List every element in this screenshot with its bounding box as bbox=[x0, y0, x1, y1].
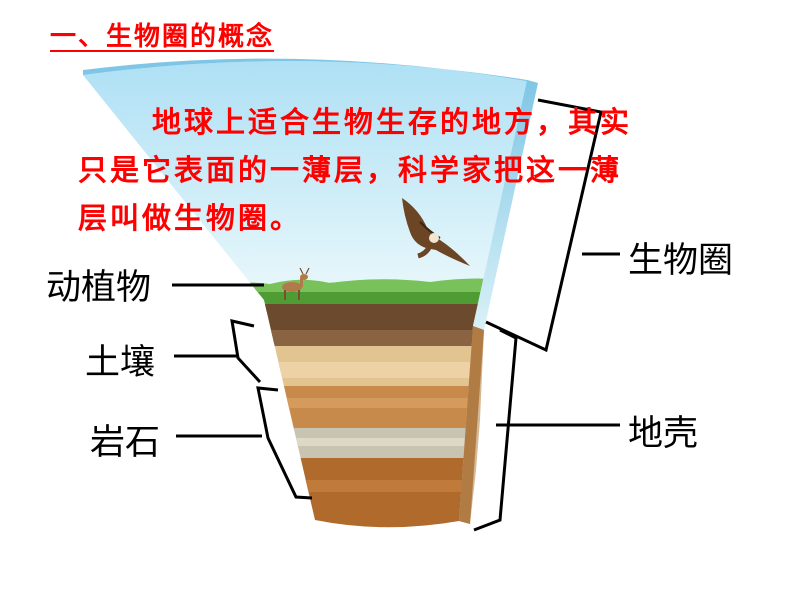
soil-bracket bbox=[230, 319, 262, 384]
paragraph-line-3: 层叫做生物圈。 bbox=[78, 201, 303, 235]
pointer-lines bbox=[172, 98, 620, 532]
label-biosphere: 生物圈 bbox=[628, 241, 734, 281]
crust-bracket bbox=[473, 328, 518, 532]
label-crust: 地壳 bbox=[628, 414, 699, 454]
label-soil: 土壤 bbox=[85, 343, 156, 383]
paragraph-line-1: 地球上适合生物生存的地方，其实 bbox=[152, 105, 633, 139]
rock-bracket bbox=[256, 386, 313, 500]
wedge-side-face bbox=[83, 58, 538, 524]
definition-paragraph: 地球上适合生物生存的地方，其实 只是它表面的一薄层，科学家把这一薄 层叫做生物圈… bbox=[78, 98, 758, 242]
eagle-icon bbox=[402, 198, 470, 266]
label-rock: 岩石 bbox=[90, 423, 161, 463]
deep-rock-layer bbox=[200, 458, 527, 528]
deer-icon bbox=[282, 267, 310, 300]
paragraph-line-2: 只是它表面的一薄层，科学家把这一薄 bbox=[78, 153, 623, 187]
section-heading: 一、生物圈的概念 bbox=[50, 22, 275, 52]
biosphere-bracket bbox=[485, 98, 603, 353]
label-plants-animals: 动植物 bbox=[46, 268, 152, 308]
